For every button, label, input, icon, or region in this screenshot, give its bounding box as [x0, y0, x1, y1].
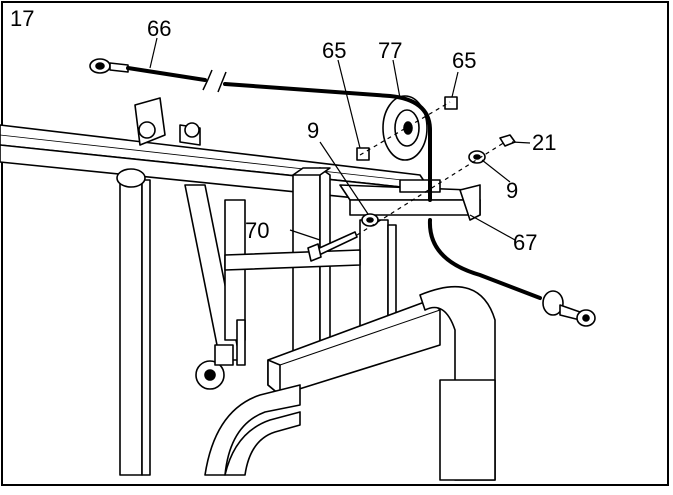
- spacer-left: [356, 147, 370, 161]
- cable: [126, 66, 207, 82]
- part-label-cable: 66: [147, 16, 172, 41]
- left-post: [119, 174, 143, 476]
- part-label-nut: 21: [532, 130, 557, 155]
- part-label-bracket: 67: [513, 230, 538, 255]
- part-label-spacer-left: 65: [322, 38, 347, 63]
- lower-curved-frame: [204, 384, 301, 476]
- cable-break-mark: [202, 69, 213, 91]
- part-label-washer-left: 9: [307, 118, 320, 143]
- assembly-line-upper: [359, 101, 451, 156]
- part-label-spacer-right: 65: [452, 48, 477, 73]
- figure-border: [1, 1, 669, 486]
- part-label-washer-right: 9: [506, 178, 519, 203]
- step-number: 17: [10, 6, 35, 31]
- part-label-pulley: 77: [378, 38, 403, 63]
- assembly-line-lower: [356, 141, 506, 236]
- part-label-bolt: 70: [245, 218, 270, 243]
- spacer-right: [444, 96, 458, 110]
